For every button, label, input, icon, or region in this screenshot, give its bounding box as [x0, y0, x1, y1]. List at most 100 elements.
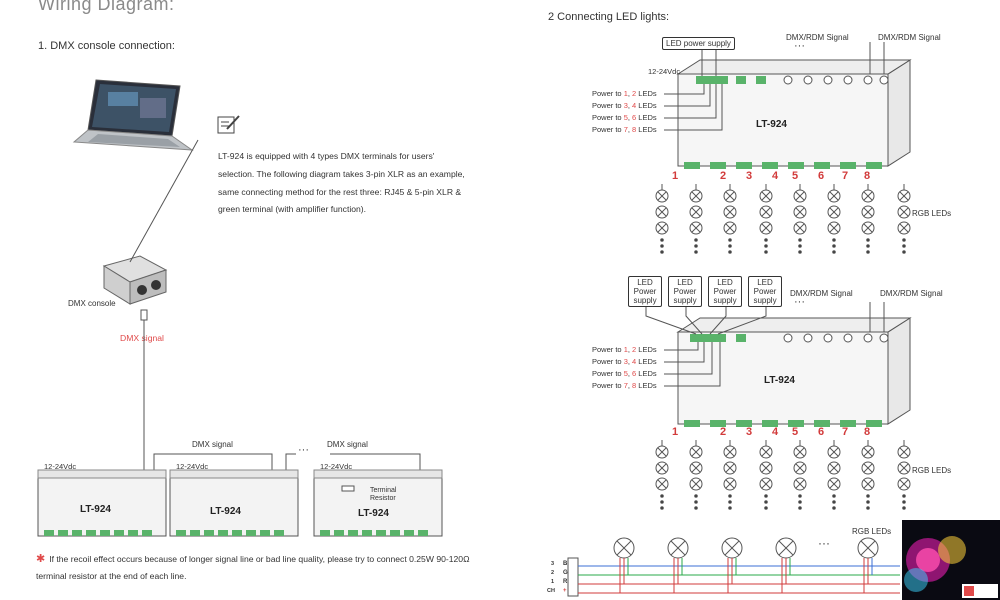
channel-number-bottom-2: 2: [720, 426, 727, 438]
power-line-suffix: LEDs: [636, 369, 657, 378]
led-power-supply-box-2: LED Power supply: [668, 276, 702, 307]
power-line-bottom-3: Power to 5, 6 LEDs: [592, 369, 657, 378]
led-cross-line: [691, 463, 701, 473]
channel-number-bottom-6: 6: [818, 426, 825, 438]
power-line-channel-b: 6: [632, 113, 637, 122]
channel-number-bottom-1: 1: [672, 426, 679, 438]
power-line-channel-b: 2: [632, 345, 637, 354]
channel-number-top-7: 7: [842, 170, 849, 182]
led-diagram-top: [664, 42, 912, 169]
dmx-signal-red-label: DMX signal: [120, 333, 164, 343]
continuation-dot: [764, 494, 768, 498]
led-cross-line: [761, 191, 771, 201]
power-line-suffix: LEDs: [636, 381, 657, 390]
power-line-channel-b: 8: [632, 125, 637, 134]
led-cross-line: [761, 479, 771, 489]
dmx-rdm-signal-label-2: DMX/RDM Signal: [878, 33, 941, 42]
power-line-separator: ,: [627, 345, 633, 354]
led-cross-line: [863, 207, 873, 217]
channel-number-bottom-5: 5: [792, 426, 799, 438]
led-cross-line: [795, 223, 805, 233]
led-cross-line: [863, 447, 873, 457]
led-cross-line: [829, 447, 839, 457]
console-wiring: [37, 139, 443, 537]
dmx-rdm-signal-label-1: DMX/RDM Signal: [786, 33, 849, 42]
power-line-bottom-4: Power to 7, 8 LEDs: [592, 381, 657, 390]
power-line-separator: ,: [627, 113, 633, 122]
power-line-prefix: Power to: [592, 357, 624, 366]
power-line-channel-a: 1: [623, 89, 628, 98]
led-cross-line: [691, 479, 701, 489]
power-line-bottom-2: Power to 3, 4 LEDs: [592, 357, 657, 366]
continuation-dot: [798, 238, 802, 242]
led-cross-line: [795, 479, 805, 489]
channel-number-top-1: 1: [672, 170, 679, 182]
continuation-dot: [728, 250, 732, 254]
power-line-channel-a: 3: [623, 357, 628, 366]
device-label-top: LT-924: [756, 119, 787, 130]
led-strings: [655, 184, 911, 510]
continuation-dot: [798, 244, 802, 248]
continuation-dot: [798, 506, 802, 510]
continuation-dot: [832, 500, 836, 504]
continuation-dot: [902, 244, 906, 248]
voltage-label-top: 12-24Vdc: [648, 67, 681, 76]
dmx-console-device: [102, 255, 168, 305]
rgb-bus-diagram: [567, 537, 900, 597]
channel-number-top-5: 5: [792, 170, 799, 182]
bus-pin-label: R: [563, 579, 568, 585]
continuation-dot: [694, 238, 698, 242]
power-line-prefix: Power to: [592, 89, 624, 98]
continuation-dot: [832, 494, 836, 498]
led-cross-line: [899, 191, 909, 201]
continuation-dot: [902, 238, 906, 242]
continuation-dot: [764, 500, 768, 504]
power-line-top-2: Power to 3, 4 LEDs: [592, 101, 657, 110]
power-line-prefix: Power to: [592, 125, 624, 134]
led-cross-line: [863, 463, 873, 473]
channel-number-top-4: 4: [772, 170, 779, 182]
continuation-dot: [728, 506, 732, 510]
dmx-rdm-signal-label-4: DMX/RDM Signal: [880, 289, 943, 298]
led-power-supply-box-1: LED Power supply: [628, 276, 662, 307]
led-cross-line: [863, 223, 873, 233]
led-cross-line: [899, 447, 909, 457]
asterisk-icon: ✱: [36, 553, 46, 565]
channel-number-bottom-3: 3: [746, 426, 753, 438]
led-diagram-bottom: [645, 302, 912, 427]
power-line-suffix: LEDs: [636, 125, 657, 134]
led-power-supply-box-4: LED Power supply: [748, 276, 782, 307]
power-line-prefix: Power to: [592, 101, 624, 110]
voltage-label-3: 12-24Vdc: [320, 462, 353, 471]
rgb-leds-label-2: RGB LEDs: [912, 466, 952, 475]
power-line-top-3: Power to 5, 6 LEDs: [592, 113, 657, 122]
led-cross-line: [829, 463, 839, 473]
continuation-dot: [694, 506, 698, 510]
continuation-dot: [660, 500, 664, 504]
continuation-dot: [866, 500, 870, 504]
continuation-dot: [832, 244, 836, 248]
continuation-dot: [660, 506, 664, 510]
continuation-dot: [866, 506, 870, 510]
continuation-dot: [764, 244, 768, 248]
led-cross-line: [761, 223, 771, 233]
bus-pin-label: +: [563, 588, 567, 594]
continuation-dot: [832, 238, 836, 242]
led-cross-line: [795, 191, 805, 201]
led-cross-line: [829, 191, 839, 201]
voltage-label-1: 12-24Vdc: [44, 462, 77, 471]
device-label-bottom: LT-924: [764, 375, 795, 386]
continuation-dot: [694, 244, 698, 248]
power-line-channel-a: 5: [623, 113, 628, 122]
led-cross-line: [829, 223, 839, 233]
bus-pin-label: G: [563, 570, 568, 576]
power-line-channel-a: 3: [623, 101, 628, 110]
power-line-separator: ,: [627, 125, 633, 134]
led-cross-line: [725, 191, 735, 201]
led-cross-line: [691, 207, 701, 217]
voltage-label-2: 12-24Vdc: [176, 462, 209, 471]
led-cross-line: [657, 191, 667, 201]
channel-number-top-6: 6: [818, 170, 825, 182]
section-dmx-console-title: 1. DMX console connection:: [38, 40, 175, 52]
power-line-prefix: Power to: [592, 369, 624, 378]
